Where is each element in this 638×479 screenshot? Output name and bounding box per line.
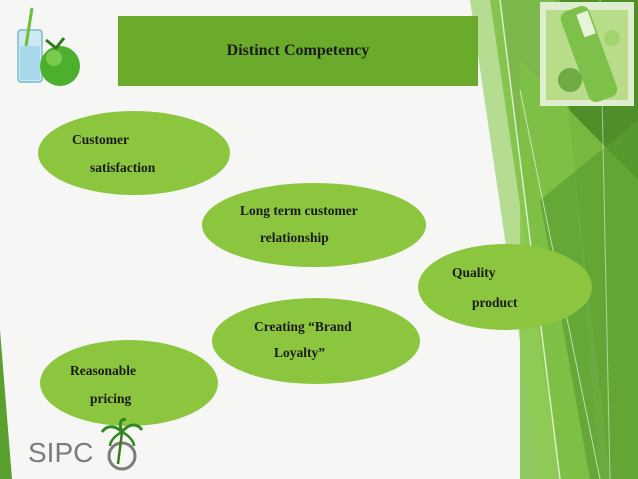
oval-line2: product xyxy=(472,295,518,310)
logo-text: SIPC xyxy=(28,437,94,468)
oval-line1: Reasonable xyxy=(70,363,137,378)
oval-line2: relationship xyxy=(260,230,329,245)
palm-tree-icon xyxy=(100,418,144,471)
oval-line2: pricing xyxy=(90,391,132,406)
oval-reasonable-pricing: Reasonable pricing xyxy=(40,340,218,426)
coconut-drink-image xyxy=(17,7,80,86)
product-image xyxy=(540,2,634,106)
sipco-logo: SIPC xyxy=(18,418,144,476)
oval-line1: Long term customer xyxy=(240,203,358,218)
oval-line2: Loyalty” xyxy=(274,345,326,360)
oval-brand-loyalty: Creating “Brand Loyalty” xyxy=(212,298,420,384)
title-bar: Distinct Competency xyxy=(118,16,478,86)
oval-long-term-relationship: Long term customer relationship xyxy=(202,183,426,267)
oval-line1: Creating “Brand xyxy=(254,319,352,334)
slide-title: Distinct Competency xyxy=(226,42,370,59)
oval-line1: Quality xyxy=(452,265,496,280)
oval-line1: Customer xyxy=(72,132,129,147)
oval-customer-satisfaction: Customer satisfaction xyxy=(38,111,230,195)
oval-line2: satisfaction xyxy=(90,160,156,175)
oval-quality-product: Quality product xyxy=(418,244,592,330)
